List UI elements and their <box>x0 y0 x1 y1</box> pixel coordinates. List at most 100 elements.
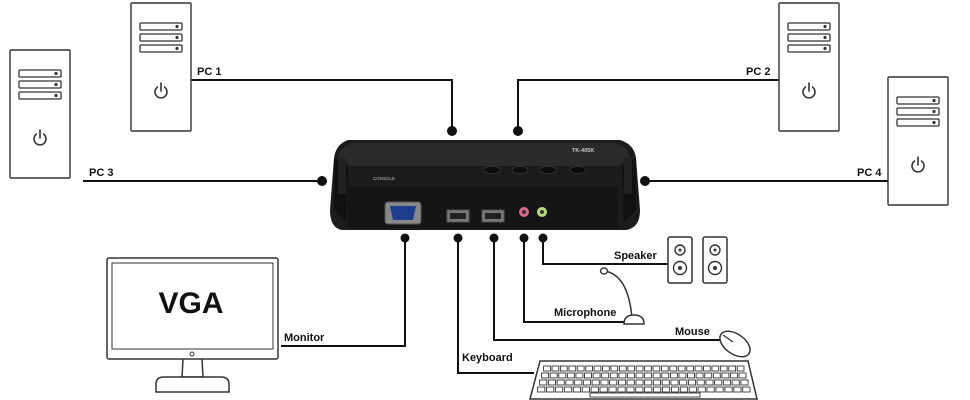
keyboard-key <box>669 372 678 379</box>
pc2-cable <box>517 79 780 131</box>
keyboard-key <box>653 386 662 393</box>
keyboard-key <box>563 386 573 393</box>
keyboard-key <box>539 379 548 386</box>
keyboard-key <box>697 386 706 393</box>
keyboard-key <box>679 379 688 386</box>
vga-port <box>384 201 422 225</box>
keyboard-key <box>581 386 590 393</box>
select-buttons <box>483 166 587 174</box>
keyboard-key <box>705 379 714 386</box>
keyboard-key <box>617 379 627 386</box>
keyboard-key <box>715 386 724 393</box>
keyboard-key <box>609 379 618 386</box>
keyboard-key <box>566 372 575 379</box>
monitor-cable <box>281 238 406 347</box>
keyboard-key <box>549 372 558 379</box>
keyboard-key <box>644 379 653 386</box>
keyboard-key <box>688 386 697 393</box>
mouse-label: Mouse <box>675 326 710 338</box>
pc1-label: PC 1 <box>197 66 221 78</box>
keyboard-key <box>731 379 740 386</box>
keyboard-key <box>644 365 652 372</box>
keyboard-key <box>736 365 745 372</box>
model-label: TK-405K <box>572 148 594 154</box>
keyboard-key <box>610 365 619 372</box>
speaker-cable <box>542 238 668 265</box>
usb-mouse-port <box>481 209 505 223</box>
keyboard-key <box>541 372 550 379</box>
keyboard-key <box>652 372 661 379</box>
keyboard-key <box>733 386 742 393</box>
keyboard-key <box>609 372 618 379</box>
pc1-tower <box>130 2 192 132</box>
keyboard-key <box>738 372 747 379</box>
keyboard-key <box>626 386 635 393</box>
keyboard-key <box>719 365 728 372</box>
pc2-tower <box>778 2 840 132</box>
keyboard-key <box>670 386 680 393</box>
keyboard-key <box>644 386 653 393</box>
keyboard-key <box>661 379 670 386</box>
keyboard-key <box>608 386 617 393</box>
keyboard-key <box>696 379 705 386</box>
keyboard-key <box>574 379 583 386</box>
keyboard-key <box>601 372 610 379</box>
keyboard-key <box>703 365 711 372</box>
keyboard-key <box>543 365 551 372</box>
keyboard-key <box>712 372 721 379</box>
usb-keyboard-port <box>446 209 470 223</box>
speakers <box>667 236 728 284</box>
keyboard-key <box>728 365 737 372</box>
keyboard-key <box>599 386 608 393</box>
keyboard-key <box>669 365 678 372</box>
keyboard-key <box>706 386 715 393</box>
keyboard-key <box>547 379 557 386</box>
mouse-cable <box>493 238 722 341</box>
keyboard-key <box>546 386 555 393</box>
keyboard-key <box>617 386 626 393</box>
keyboard-key <box>600 379 609 386</box>
keyboard-key <box>551 365 560 372</box>
pc4-label: PC 4 <box>857 167 882 179</box>
console-label: CONSOLE <box>373 176 395 181</box>
keyboard-key <box>742 386 751 393</box>
keyboard-key <box>558 372 567 379</box>
microphone-label: Microphone <box>554 307 616 319</box>
keyboard-key <box>722 379 732 386</box>
keyboard-key <box>590 386 599 393</box>
keyboard-key <box>618 365 627 372</box>
keyboard-key <box>572 386 582 393</box>
keyboard-key <box>584 372 592 379</box>
keyboard-key <box>626 372 635 379</box>
keyboard-key <box>635 386 644 393</box>
keyboard-key <box>627 365 636 372</box>
pc3-label: PC 3 <box>89 167 113 179</box>
keyboard-key <box>660 365 669 372</box>
keyboard-key <box>537 386 546 393</box>
keyboard-key <box>652 365 661 372</box>
keyboard-key <box>729 372 738 379</box>
connection-lines <box>83 79 888 374</box>
keyboard-key <box>592 372 601 379</box>
keyboard-key <box>582 379 592 386</box>
keyboard-cable <box>457 238 534 374</box>
microphone-cable <box>523 238 628 323</box>
keyboard-key <box>554 386 564 393</box>
keyboard-key <box>704 372 713 379</box>
keyboard-key <box>565 379 574 386</box>
keyboard-key <box>576 365 585 372</box>
keyboard-key <box>677 365 686 372</box>
keyboard-key <box>740 379 749 386</box>
keyboard-key <box>585 365 593 372</box>
monitor-screen-text: VGA <box>158 287 223 320</box>
keyboard-label: Keyboard <box>462 352 513 364</box>
keyboard-key <box>575 372 584 379</box>
keyboard-key <box>618 372 627 379</box>
keyboard-key <box>644 372 653 379</box>
keyboard-key <box>687 379 697 386</box>
keyboard-key <box>568 365 577 372</box>
keyboard-key <box>661 372 670 379</box>
pc4-tower <box>887 76 949 206</box>
keyboard-key <box>559 365 568 372</box>
keyboard-key <box>591 379 600 386</box>
